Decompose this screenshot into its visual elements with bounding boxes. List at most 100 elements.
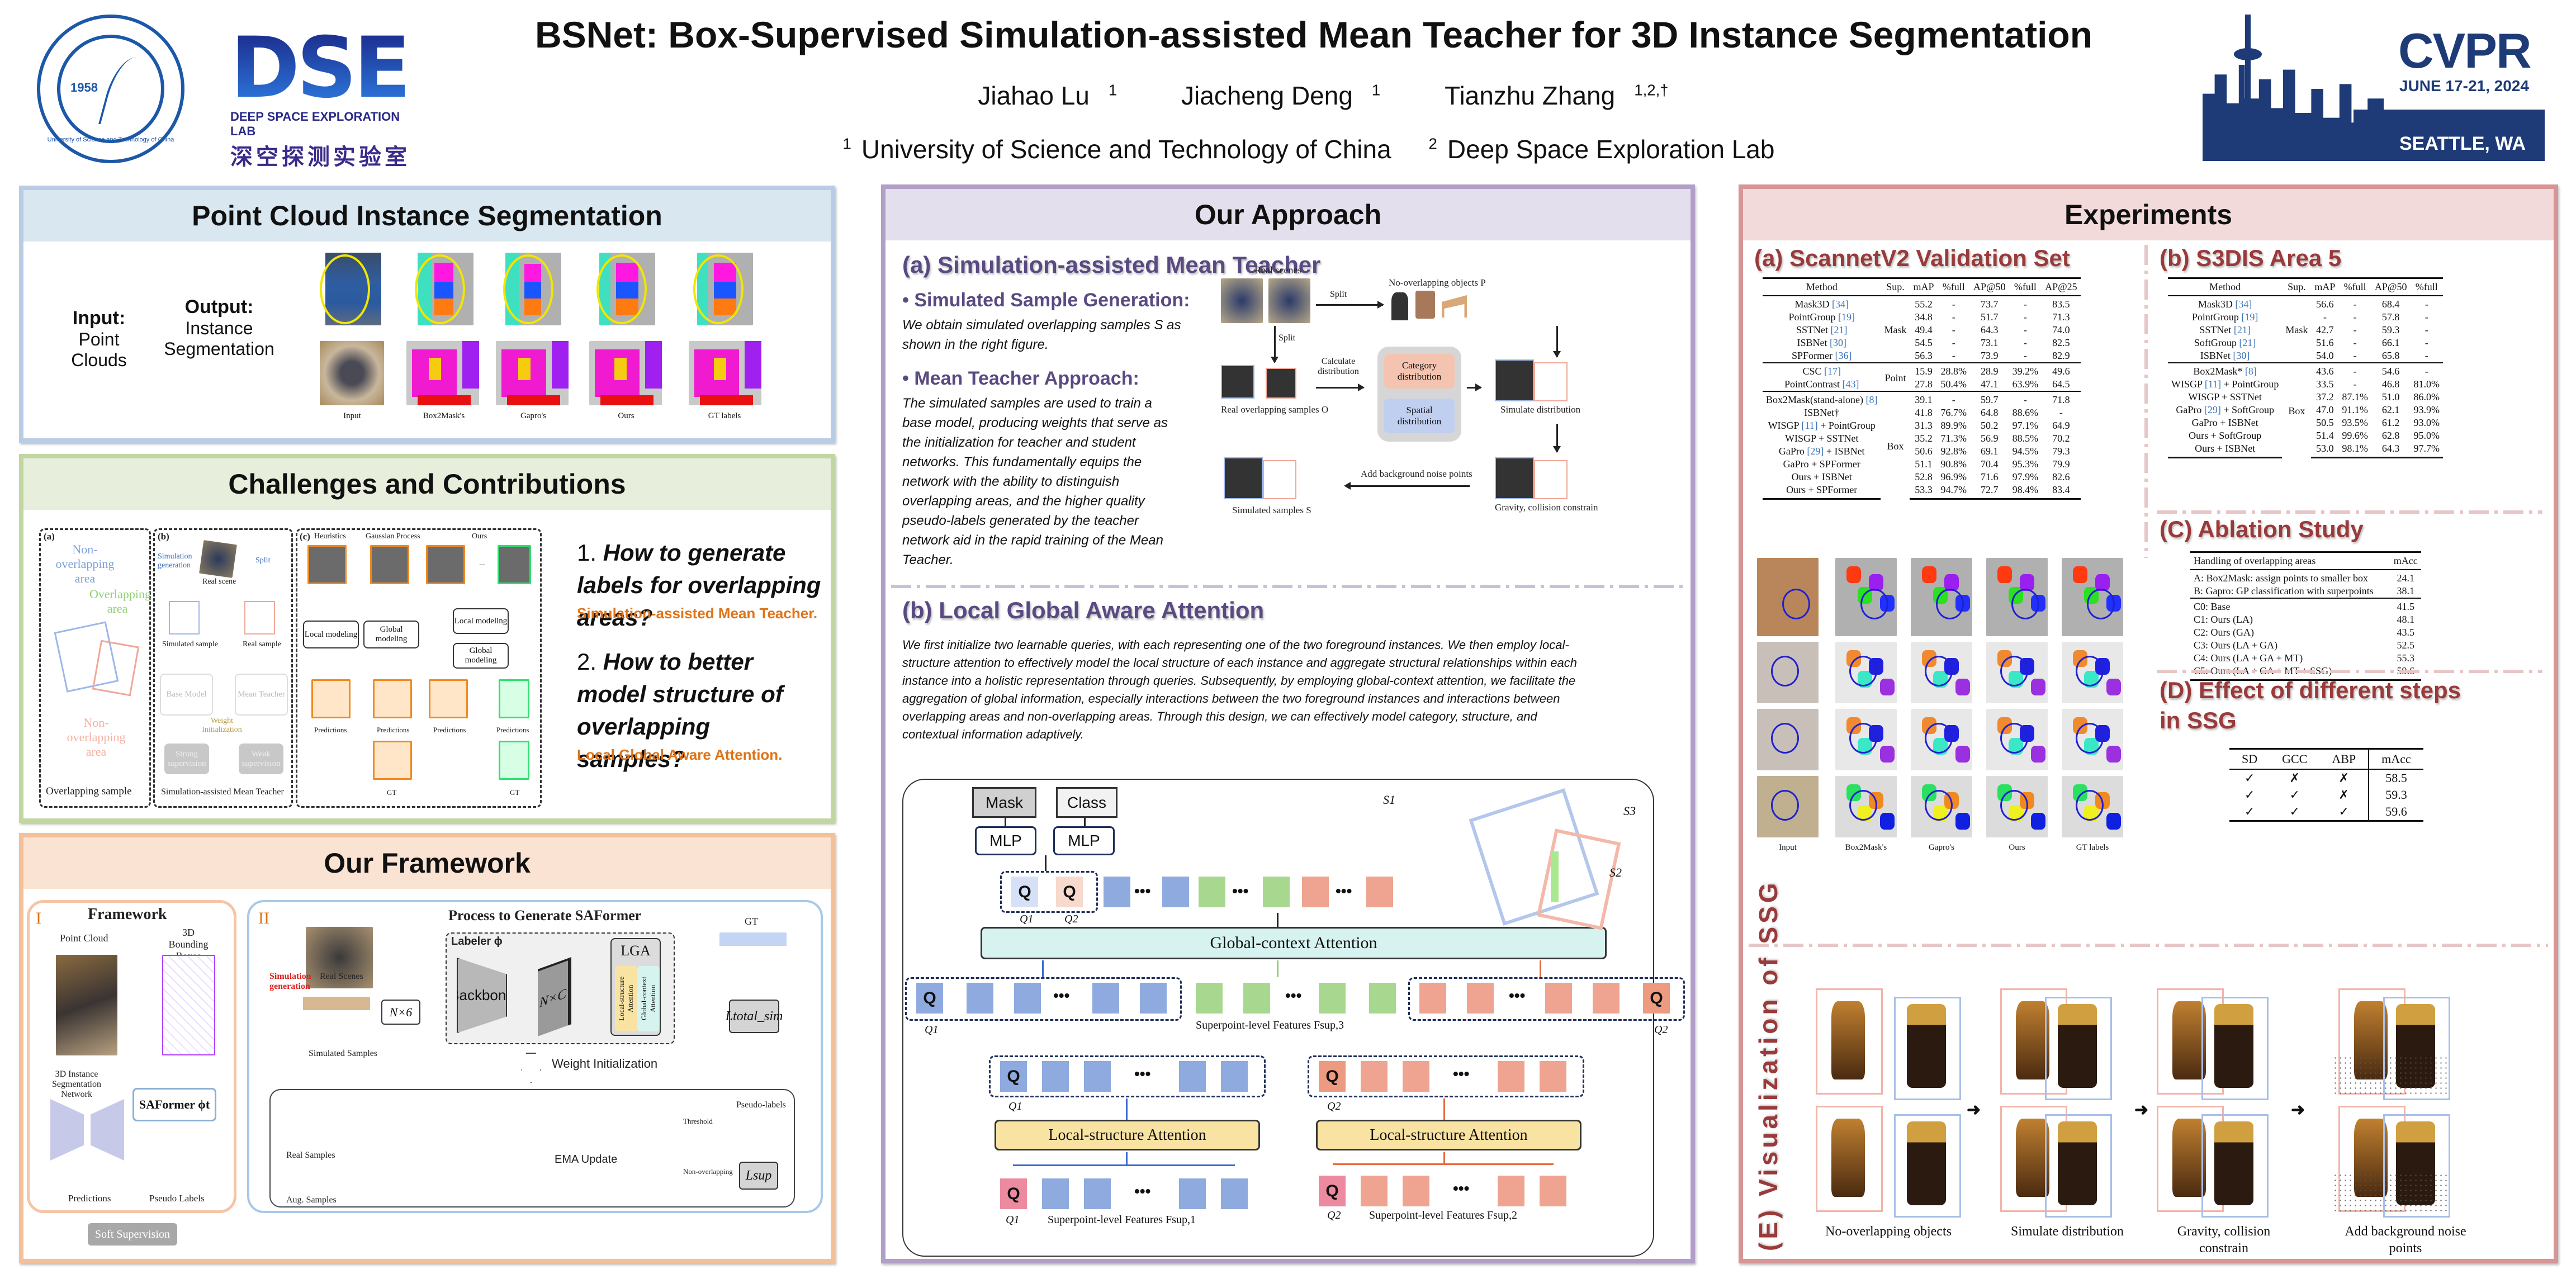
real-samples-label: Real Samples — [286, 1150, 335, 1160]
value-cell: 71.6 — [1981, 471, 1999, 482]
value-cell: 79.9 — [2052, 458, 2070, 470]
highlight-ellipse — [1849, 723, 1877, 754]
panel-title: Challenges and Contributions — [23, 458, 831, 510]
highlight-ellipse — [1936, 589, 1964, 619]
value-cell: 28.8% — [1937, 362, 1970, 378]
ssg-visualization: No-overlapping objects➜Simulate distribu… — [1816, 960, 2531, 1256]
ellipsis-dots: ••• — [1053, 987, 1070, 1004]
room-gapro-thumbnail — [496, 341, 569, 405]
feature-token — [1366, 877, 1393, 907]
value-cell: 97.7% — [2410, 442, 2443, 458]
value-cell: - — [2425, 311, 2428, 323]
highlight-ellipse — [2000, 656, 2028, 686]
down-arrow — [1553, 424, 1561, 453]
qualitative-thumbnail — [1911, 776, 1972, 837]
ellipsis-dots: ••• — [1453, 1180, 1470, 1197]
simulate-box — [1495, 359, 1534, 401]
pseudo-labels-label: Pseudo Labels — [149, 1193, 205, 1204]
add-noise-arrowhead-icon — [1344, 482, 1351, 490]
saformer-box: SAFormer ϕt — [132, 1088, 216, 1121]
real-overlapping-label: Real overlapping samples O — [1221, 404, 1329, 415]
part-heading: Framework — [88, 906, 167, 923]
citation: [21] — [1830, 324, 1848, 335]
query-token: Q — [1319, 1061, 1346, 1092]
cvpr-logo-band — [2354, 110, 2545, 161]
dsel-logo-wordmark: DSEL — [230, 20, 461, 117]
qualitative-thumbnail — [1757, 558, 1819, 636]
down-arrow — [1553, 326, 1561, 358]
aug-samples-label: Aug. Samples — [286, 1195, 337, 1205]
macc-cell: 59.6 — [2368, 803, 2423, 822]
value-cell: - — [2059, 407, 2063, 418]
value-cell: - — [1937, 391, 1970, 406]
panel-point-cloud-segmentation: Point Cloud Instance Segmentation Input:… — [19, 186, 835, 443]
qualitative-thumbnail — [1911, 558, 1972, 636]
connector-line — [1540, 960, 1541, 977]
base-model-box: Base Model — [160, 674, 213, 716]
part-heading: Process to Generate SAFormer — [448, 907, 642, 924]
panel-experiments: Experiments (a) ScannetV2 Validation Set… — [1739, 184, 2558, 1263]
feature-token — [1179, 1178, 1206, 1209]
figure-caption: Ours — [2009, 843, 2025, 852]
ours-label: Ours — [472, 532, 487, 541]
section-heading-a: (a) Simulation-assisted Mean Teacher — [902, 252, 1321, 278]
predictions-label: Predictions — [314, 726, 347, 734]
gt-label: GT — [745, 916, 758, 927]
section-divider — [1749, 944, 2548, 947]
simulated-samples-thumbnail — [303, 997, 370, 1041]
column-header: AP@50 — [2371, 277, 2411, 296]
value-cell: 92.8% — [1940, 446, 1967, 457]
mask-output-box: Mask — [972, 787, 1036, 818]
value-cell: - — [2338, 295, 2371, 311]
panel-framework: Our Framework I Framework Point Cloud 3D… — [19, 833, 835, 1263]
object-bbox-blue — [2045, 997, 2112, 1100]
real-scenes-label: Real scenes — [1254, 264, 1302, 276]
value-cell: - — [2353, 337, 2357, 348]
value-cell: 62.8 — [2381, 430, 2400, 441]
method-cell: PointContrast [43] — [1784, 378, 1859, 390]
non-overlapping-label-top: Non-overlapping area — [55, 542, 115, 585]
predictions-label: Predictions — [433, 726, 466, 734]
feature-token — [1140, 983, 1167, 1014]
ellipsis-dots: ••• — [1453, 1065, 1470, 1082]
method-cell: ISBNet [30] — [1797, 337, 1846, 348]
method-cell: Mask3D [34] — [1763, 295, 1881, 311]
input-dims-box: N×6 — [381, 1000, 420, 1025]
value-cell: 79.3 — [2052, 446, 2070, 457]
value-cell: 62.1 — [2381, 404, 2400, 415]
section-heading-b: (b) Local Global Aware Attention — [902, 597, 1265, 623]
query-group-box — [905, 977, 1182, 1021]
feature-token — [1361, 1176, 1388, 1206]
real-overlap-box-2 — [1266, 368, 1296, 399]
value-cell: 31.3 — [1915, 420, 1933, 431]
method-cell: Box2Mask(stand-alone) [8] — [1763, 391, 1881, 406]
no-overlapping-objects-label: No-overlapping objects P — [1389, 277, 1486, 288]
method-cell: GaPro [29] + ISBNet — [1778, 446, 1865, 457]
chair-icon — [1415, 291, 1435, 319]
feature-token — [1179, 1061, 1206, 1092]
feature-token — [1467, 983, 1494, 1014]
object-bbox-blue — [2045, 1114, 2112, 1218]
value-cell: - — [2023, 337, 2027, 348]
query-label: Q2 — [1327, 1209, 1341, 1221]
value-cell: 86.0% — [2413, 391, 2440, 402]
lga-label: LGA — [621, 943, 651, 959]
value-cell: 99.6% — [2342, 430, 2368, 441]
predictions-label: Predictions — [377, 726, 410, 734]
author-sup: 1 — [1371, 81, 1381, 99]
bullet-body-1: We obtain simulated overlapping samples … — [902, 318, 1181, 352]
value-cell: 73.1 — [1981, 337, 1999, 348]
instance-blob — [2073, 566, 2087, 583]
feature-token — [1243, 983, 1270, 1014]
step-flag-cell: ✗ — [2338, 788, 2349, 802]
column-header: Sup. — [1881, 277, 1910, 296]
query-label: Q1 — [1008, 1100, 1022, 1112]
citation: [21] — [2233, 324, 2251, 335]
